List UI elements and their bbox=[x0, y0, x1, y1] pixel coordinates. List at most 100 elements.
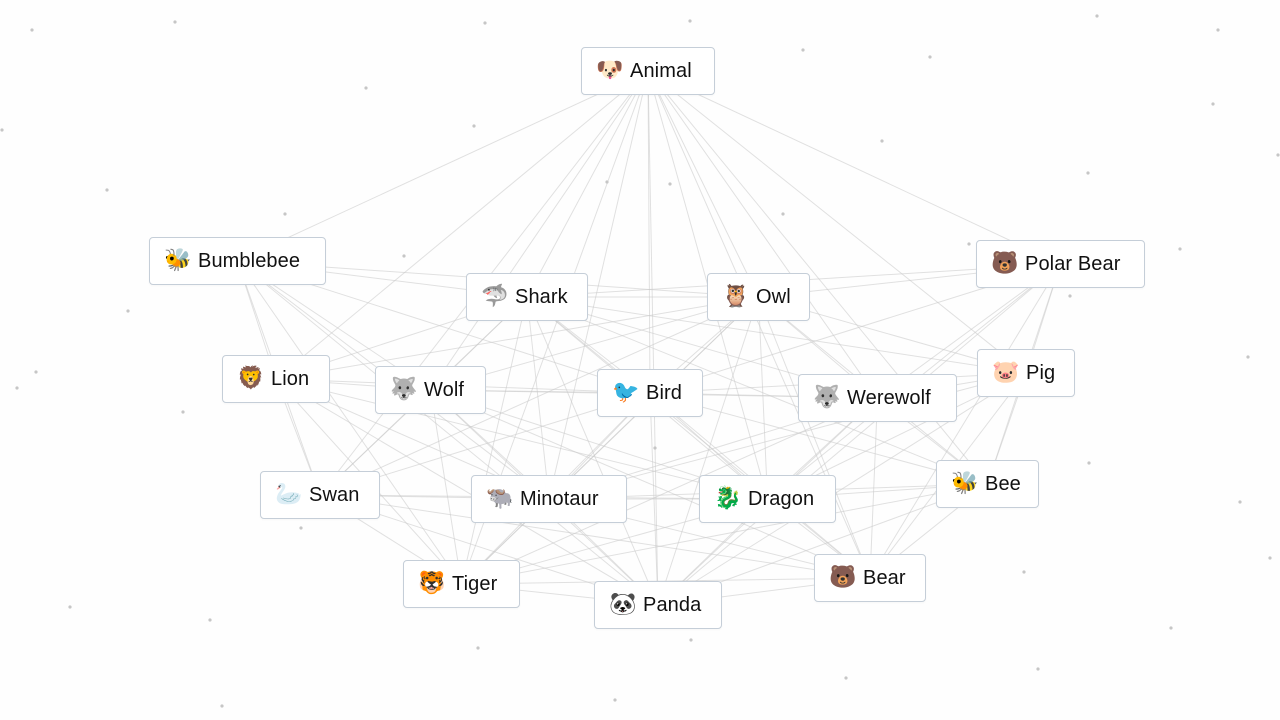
connection-line bbox=[275, 378, 659, 606]
element-panda[interactable]: 🐼 Panda bbox=[594, 581, 722, 629]
element-label: Bee bbox=[985, 472, 1021, 495]
connection-line bbox=[647, 70, 651, 394]
element-tiger[interactable]: 🐯 Tiger bbox=[403, 560, 520, 608]
owl-icon: 🦉 bbox=[722, 284, 750, 309]
background-particle bbox=[1087, 461, 1091, 465]
background-particle bbox=[472, 124, 476, 128]
background-particle bbox=[364, 86, 368, 90]
connection-line bbox=[430, 389, 871, 579]
background-particle bbox=[668, 182, 672, 186]
background-particle bbox=[880, 139, 884, 143]
bear-face-icon: 🐻 bbox=[829, 565, 857, 590]
background-particle bbox=[68, 605, 72, 609]
background-particle bbox=[181, 410, 185, 414]
background-particle bbox=[1022, 570, 1026, 574]
pig-face-icon: 🐷 bbox=[992, 360, 1020, 385]
element-swan[interactable]: 🦢 Swan bbox=[260, 471, 380, 519]
element-bird[interactable]: 🐦 Bird bbox=[597, 369, 703, 417]
connection-line bbox=[237, 70, 649, 262]
background-particle bbox=[688, 19, 692, 23]
background-particle bbox=[15, 386, 19, 390]
connection-line bbox=[319, 296, 759, 496]
connection-line bbox=[647, 70, 1061, 265]
element-bear[interactable]: 🐻 Bear bbox=[814, 554, 926, 602]
element-label: Shark bbox=[515, 285, 568, 308]
connection-line bbox=[758, 296, 768, 500]
element-minotaur[interactable]: 🐃 Minotaur bbox=[471, 475, 627, 523]
element-dragon[interactable]: 🐉 Dragon bbox=[699, 475, 836, 523]
connection-line bbox=[319, 494, 871, 579]
background-particle bbox=[844, 676, 848, 680]
background-particle bbox=[1068, 294, 1072, 298]
element-pig[interactable]: 🐷 Pig bbox=[977, 349, 1075, 397]
connection-line bbox=[275, 378, 768, 500]
background-particle bbox=[483, 21, 487, 25]
background-particle bbox=[1246, 355, 1250, 359]
connection-line bbox=[647, 70, 659, 606]
background-particle bbox=[173, 20, 177, 24]
background-particle bbox=[1178, 247, 1182, 251]
bison-icon: 🐃 bbox=[486, 486, 514, 511]
dog-face-icon: 🐶 bbox=[596, 58, 624, 83]
background-particle bbox=[1086, 171, 1090, 175]
element-label: Pig bbox=[1026, 361, 1056, 384]
background-particles bbox=[0, 14, 1280, 708]
bee-icon: 🐝 bbox=[164, 248, 192, 273]
background-particle bbox=[34, 370, 38, 374]
connection-line bbox=[657, 296, 759, 606]
element-label: Bird bbox=[646, 381, 682, 404]
panda-face-icon: 🐼 bbox=[609, 592, 637, 617]
connection-line bbox=[526, 296, 988, 485]
background-particle bbox=[126, 309, 130, 313]
swan-icon: 🦢 bbox=[275, 482, 303, 507]
element-label: Panda bbox=[643, 593, 702, 616]
element-polar-bear[interactable]: 🐻 Polar Bear bbox=[976, 240, 1145, 288]
background-particle bbox=[1095, 14, 1099, 18]
element-label: Werewolf bbox=[847, 386, 931, 409]
background-particle bbox=[299, 526, 303, 530]
background-particle bbox=[476, 646, 480, 650]
cardinal-bird-icon: 🐦 bbox=[612, 380, 640, 405]
element-label: Minotaur bbox=[520, 487, 599, 510]
background-particle bbox=[613, 698, 617, 702]
background-particle bbox=[1276, 153, 1280, 157]
background-particle bbox=[220, 704, 224, 708]
element-bee[interactable]: 🐝 Bee bbox=[936, 460, 1039, 508]
lion-face-icon: 🦁 bbox=[237, 366, 265, 391]
element-label: Bear bbox=[863, 566, 906, 589]
background-particle bbox=[402, 254, 406, 258]
wolf-face-icon: 🐺 bbox=[813, 385, 841, 410]
background-particle bbox=[928, 55, 932, 59]
element-label: Bumblebee bbox=[198, 249, 301, 272]
background-particle bbox=[208, 618, 212, 622]
background-particle bbox=[1216, 28, 1220, 32]
background-particle bbox=[283, 212, 287, 216]
connection-line bbox=[869, 263, 1061, 579]
background-particle bbox=[967, 242, 971, 246]
element-owl[interactable]: 🦉 Owl bbox=[707, 273, 810, 321]
element-animal[interactable]: 🐶 Animal bbox=[581, 47, 715, 95]
background-particle bbox=[0, 128, 4, 132]
element-wolf[interactable]: 🐺 Wolf bbox=[375, 366, 486, 414]
background-particle bbox=[689, 638, 693, 642]
element-label: Wolf bbox=[424, 378, 465, 401]
element-bumblebee[interactable]: 🐝 Bumblebee bbox=[149, 237, 326, 285]
element-lion[interactable]: 🦁 Lion bbox=[222, 355, 330, 403]
connection-line bbox=[647, 70, 759, 298]
bear-face-icon: 🐻 bbox=[991, 251, 1019, 276]
connection-line bbox=[461, 397, 878, 585]
wolf-face-icon: 🐺 bbox=[390, 377, 418, 402]
dragon-icon: 🐉 bbox=[714, 486, 742, 511]
element-werewolf[interactable]: 🐺 Werewolf bbox=[798, 374, 957, 422]
element-label: Lion bbox=[271, 367, 310, 390]
connection-line bbox=[430, 389, 462, 585]
background-particle bbox=[1238, 500, 1242, 504]
background-particle bbox=[105, 188, 109, 192]
connection-line bbox=[430, 70, 649, 391]
connection-line bbox=[647, 70, 878, 399]
connection-line bbox=[647, 70, 1027, 374]
element-shark[interactable]: 🦈 Shark bbox=[466, 273, 588, 321]
connection-line bbox=[649, 392, 988, 485]
background-particle bbox=[801, 48, 805, 52]
